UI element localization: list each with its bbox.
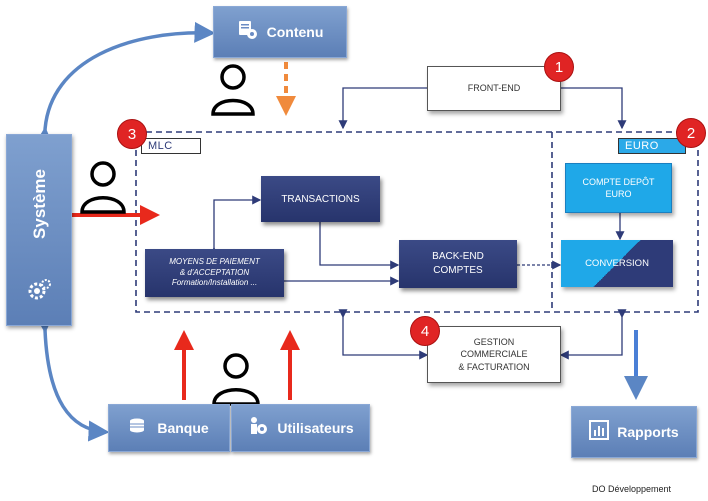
front-end-box: FRONT-END bbox=[427, 66, 561, 111]
badge-4: 4 bbox=[410, 316, 440, 346]
user-icon bbox=[78, 158, 128, 214]
rapports-button[interactable]: Rapports bbox=[571, 406, 697, 458]
banque-label: Banque bbox=[157, 420, 209, 436]
gestion-line-3: & FACTURATION bbox=[458, 361, 530, 372]
back-end-line-2: COMPTES bbox=[433, 265, 483, 276]
back-end-line-1: BACK-END bbox=[432, 251, 484, 262]
front-end-label: FRONT-END bbox=[467, 83, 521, 94]
moyens-line-3: Formation/Installation ... bbox=[171, 278, 258, 288]
back-end-comptes-box: BACK-END COMPTES bbox=[399, 240, 517, 288]
users-gear-icon bbox=[247, 415, 269, 442]
transactions-box: TRANSACTIONS bbox=[261, 176, 380, 222]
gestion-commerciale-box: GESTION COMMERCIALE & FACTURATION bbox=[427, 326, 561, 383]
euro-zone-label: EURO bbox=[618, 138, 686, 154]
compte-depot-line-1: COMPTE DEPÔT bbox=[582, 176, 655, 187]
report-chart-icon bbox=[589, 419, 610, 445]
mlc-zone-label: MLC bbox=[141, 138, 201, 154]
conversion-label: CONVERSION bbox=[585, 258, 649, 269]
systeme-panel[interactable]: Système bbox=[6, 134, 72, 326]
utilisateurs-button[interactable]: Utilisateurs bbox=[231, 404, 370, 452]
bank-coins-icon bbox=[129, 416, 149, 441]
gestion-line-2: COMMERCIALE bbox=[460, 349, 528, 360]
badge-2: 2 bbox=[676, 118, 706, 148]
moyens-paiement-box: MOYENS DE PAIEMENT & d'ACCEPTATION Forma… bbox=[145, 249, 284, 297]
gestion-line-1: GESTION bbox=[473, 337, 515, 348]
contenu-label: Contenu bbox=[266, 24, 324, 40]
compte-depot-line-2: EURO bbox=[605, 189, 632, 199]
moyens-line-2: & d'ACCEPTATION bbox=[179, 267, 250, 277]
badge-1: 1 bbox=[544, 52, 574, 82]
utilisateurs-label: Utilisateurs bbox=[277, 420, 354, 436]
gear-icon bbox=[27, 277, 53, 303]
user-icon bbox=[209, 62, 257, 116]
banque-button[interactable]: Banque bbox=[108, 404, 230, 452]
badge-3: 3 bbox=[117, 119, 147, 149]
transactions-label: TRANSACTIONS bbox=[281, 193, 360, 205]
user-icon bbox=[210, 350, 262, 406]
footer-credit: DO Développement bbox=[592, 484, 672, 494]
rapports-label: Rapports bbox=[617, 424, 679, 440]
conversion-box: CONVERSION bbox=[561, 240, 673, 287]
contenu-button[interactable]: Contenu bbox=[213, 6, 347, 58]
content-gear-icon bbox=[237, 19, 259, 46]
compte-depot-euro-box: COMPTE DEPÔT EURO bbox=[565, 163, 672, 213]
moyens-line-1: MOYENS DE PAIEMENT bbox=[169, 257, 260, 267]
systeme-label: Système bbox=[30, 169, 49, 239]
